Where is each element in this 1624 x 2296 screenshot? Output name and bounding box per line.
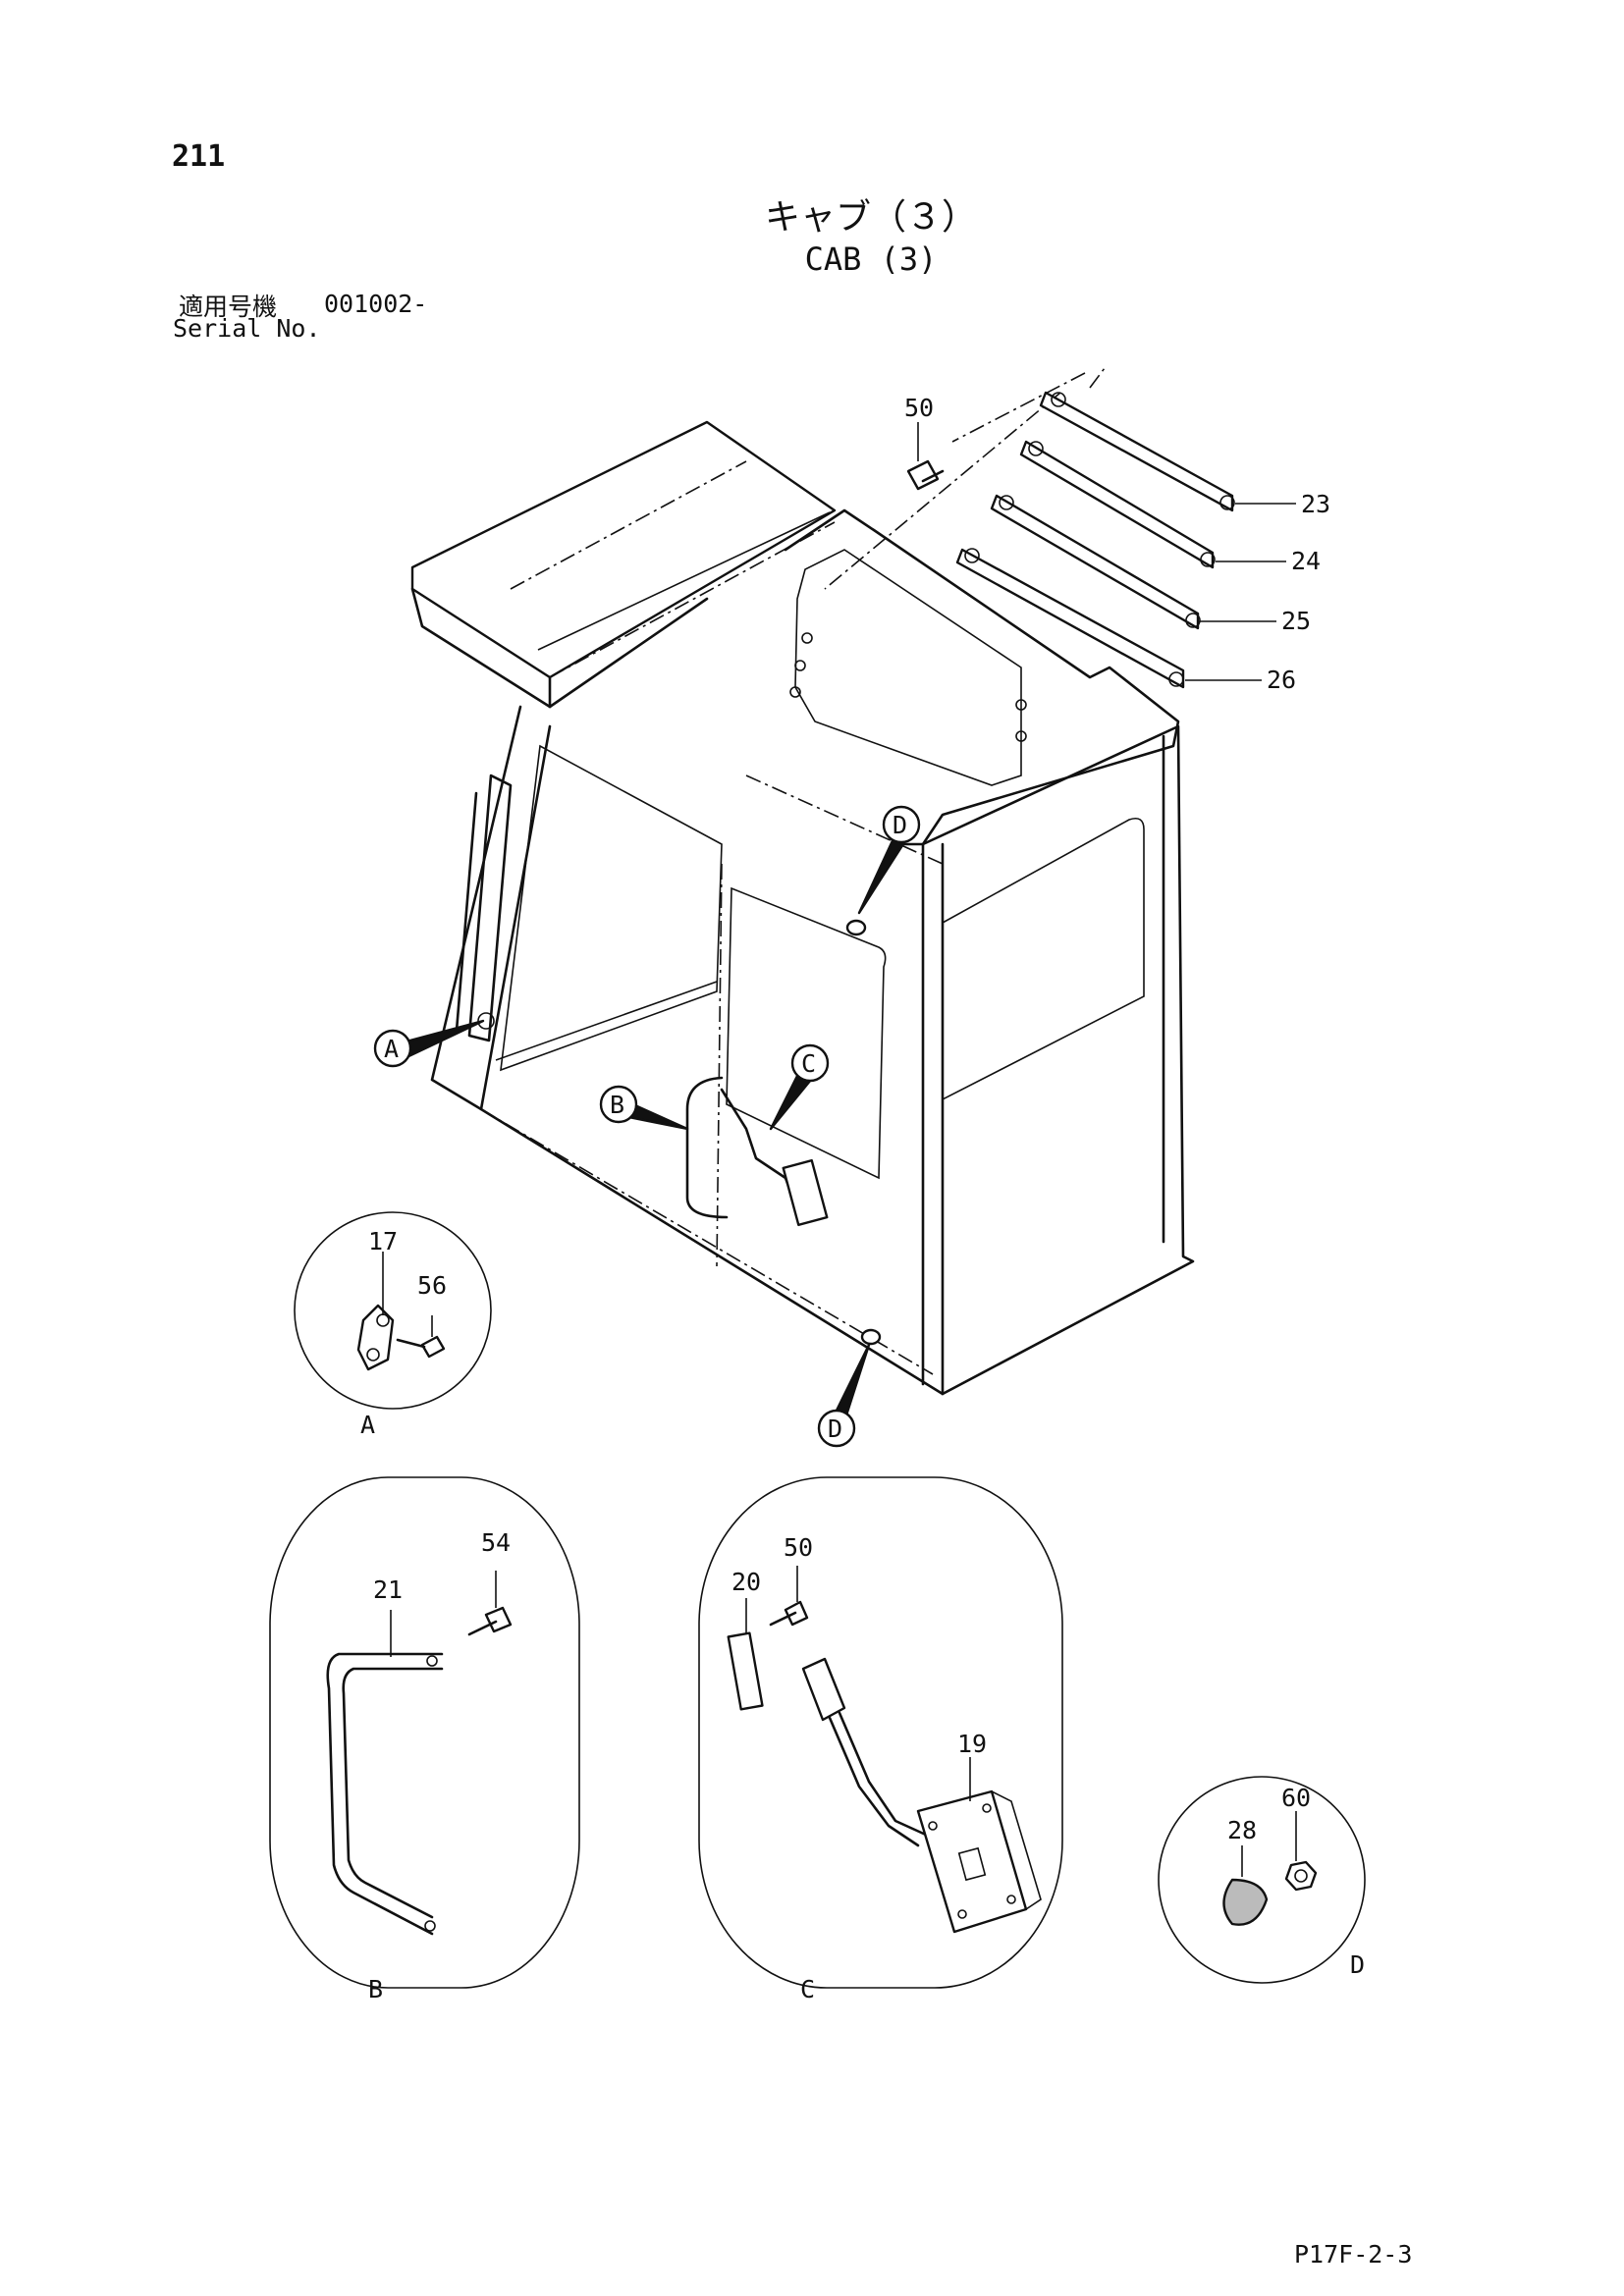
part-number-54: 54 (481, 1528, 511, 1557)
page-title: CAB (3) (804, 240, 938, 278)
detail-a (294, 1211, 492, 1410)
detail-d (1158, 1776, 1366, 1984)
detail-a-label: A (360, 1411, 375, 1439)
part-number-25: 25 (1281, 607, 1311, 635)
part-number-21: 21 (373, 1575, 403, 1604)
part-number-20: 20 (731, 1568, 761, 1596)
detail-b-label: B (368, 1975, 383, 2003)
callout-c (769, 1043, 830, 1131)
part-number-28: 28 (1227, 1816, 1257, 1844)
part-number-23: 23 (1301, 490, 1330, 518)
part-number-56: 56 (417, 1271, 447, 1300)
callout-b-label: B (610, 1091, 624, 1119)
callout-a-label: A (384, 1035, 399, 1063)
detail-b (269, 1476, 580, 1989)
detail-d-label: D (1350, 1950, 1365, 1979)
cab-illustration (410, 420, 1195, 1396)
part-number-60: 60 (1281, 1784, 1311, 1812)
detail-c-label: C (800, 1975, 815, 2003)
detail-c (698, 1476, 1063, 1989)
part-number-19: 19 (957, 1730, 987, 1758)
part-number-17: 17 (368, 1227, 398, 1255)
callout-d-bottom-label: D (828, 1415, 842, 1443)
drawing-code: P17F-2-3 (1294, 2240, 1413, 2269)
serial-label: Serial No. (173, 314, 321, 343)
part-number-26: 26 (1267, 666, 1296, 694)
callout-d-top (857, 805, 921, 915)
serial-label-japanese: 適用号機 (179, 293, 278, 321)
part-number-50-detail-c: 50 (784, 1533, 813, 1562)
callout-a (373, 1012, 495, 1068)
callout-c-label: C (801, 1049, 816, 1078)
page-title-japanese: キャブ（３） (764, 197, 977, 238)
serial-range: 001002- (324, 290, 428, 318)
roof-stays (824, 367, 1296, 689)
part-number-24: 24 (1291, 547, 1321, 575)
callout-b (599, 1085, 689, 1131)
part-number-50: 50 (904, 394, 934, 422)
callout-d-top-label: D (893, 811, 907, 839)
page-number: 211 (172, 139, 226, 174)
callout-d-bottom (817, 1343, 871, 1448)
